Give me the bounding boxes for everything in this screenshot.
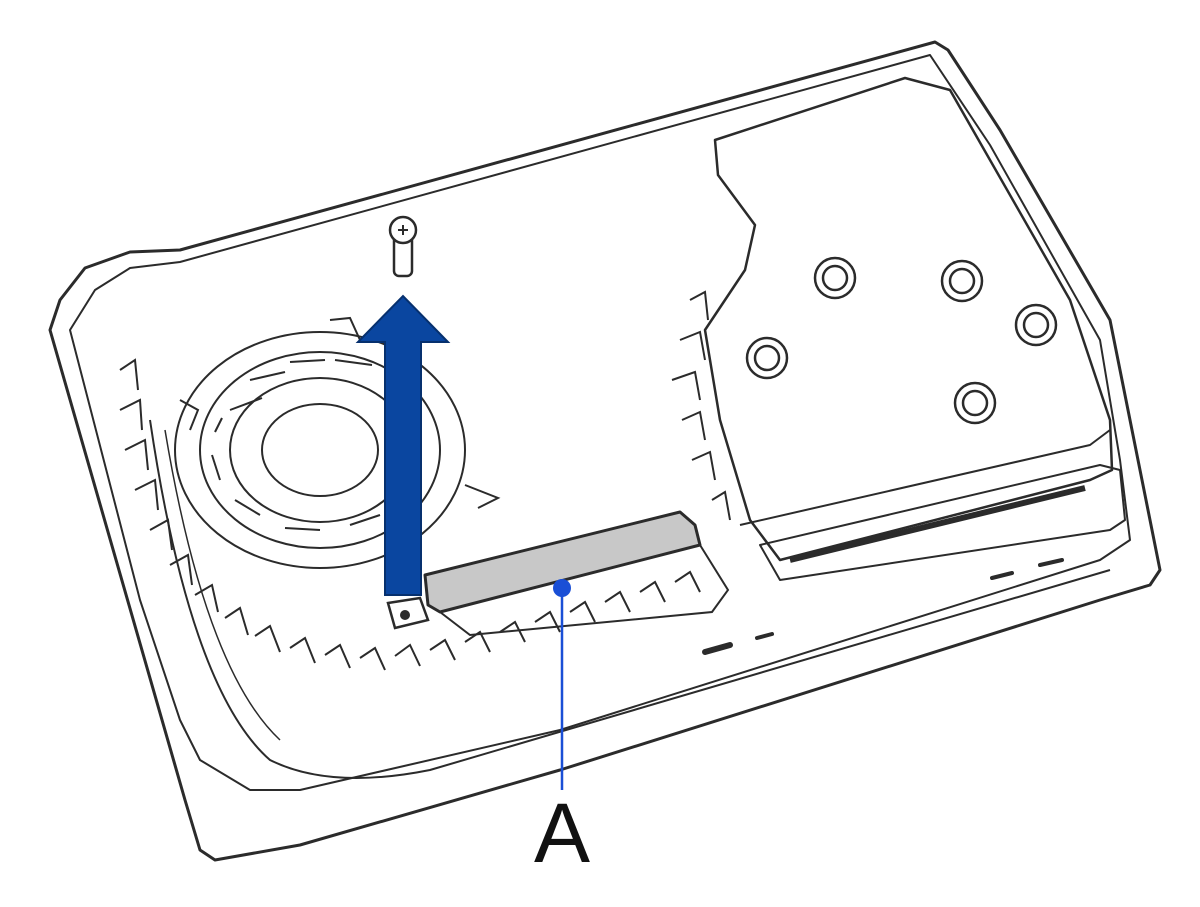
heatsink-fins [119,358,701,671]
console-body [48,40,1162,862]
cooling-fan [174,316,501,569]
drive-fins [671,290,731,521]
cover-screw-icon [386,596,430,630]
callout-label-a: A [534,786,590,880]
expansion-slot-cover [423,510,730,637]
removed-screw-icon [388,215,418,278]
drive-shield [703,76,1126,581]
callout-a: A [534,579,590,880]
front-slots [702,558,1064,655]
lift-arrow-icon [355,294,451,596]
